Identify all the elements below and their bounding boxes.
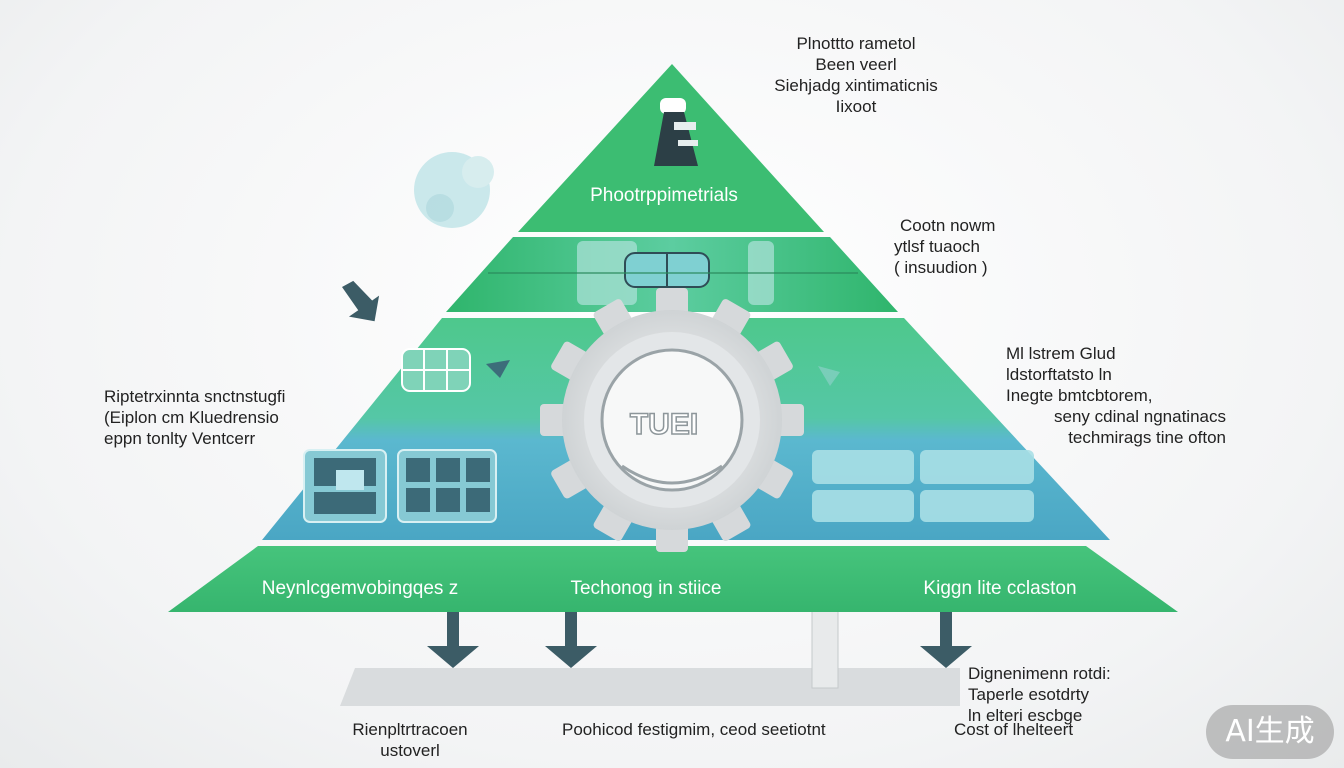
base-label-right: Kiggn lite cclaston	[923, 578, 1076, 599]
base-platform	[340, 668, 960, 706]
annotation-bottom-center: Poohicod festigmim, ceod seetiotnt	[562, 720, 826, 739]
watermark-badge: AI生成	[1206, 705, 1334, 759]
base-label-left: Neynlcgemvobingqes z	[262, 578, 458, 599]
annotation-right: Ml lstrem Glud ldstorftatsto ln Inegte b…	[1006, 344, 1226, 447]
glass-panel	[920, 450, 1034, 484]
glass-panel	[920, 490, 1034, 522]
annotation-bottom-left: Rienpltrtracoen ustoverl	[352, 720, 468, 760]
annotation-mid-right: Cootn nowm ytlsf tuaoch ( insuudion )	[894, 216, 996, 277]
arrow-down-left-icon	[342, 280, 380, 322]
gear-label: TUEI	[630, 408, 698, 441]
arrow-down-icon	[545, 612, 597, 668]
figure-icon	[654, 98, 698, 166]
gear-icon	[540, 288, 804, 552]
arrow-down-icon	[427, 612, 479, 668]
decorative-blob	[414, 152, 494, 228]
arrow-right-icon	[818, 366, 840, 386]
annotation-bottom-right-top: Dignenimenn rotdi: Taperle esotdrty ln e…	[968, 664, 1111, 725]
annotation-bottom-right: Cost of lhelteert	[954, 720, 1074, 739]
support-pillar	[811, 609, 839, 689]
annotation-top-right: Plnottto rametol Been veerl Siehjadg xin…	[774, 34, 938, 116]
pyramid-base-tier	[168, 546, 1178, 612]
top-tier-label: Phootrppimetrials	[590, 185, 738, 206]
base-label-center: Techonog in stiice	[570, 578, 721, 599]
glass-panel	[812, 490, 914, 522]
arrow-down-icon	[920, 612, 972, 668]
glass-panel	[812, 450, 914, 484]
annotation-left: Riptetrxinnta snctnstugfi (Eiplon cm Klu…	[104, 387, 286, 448]
